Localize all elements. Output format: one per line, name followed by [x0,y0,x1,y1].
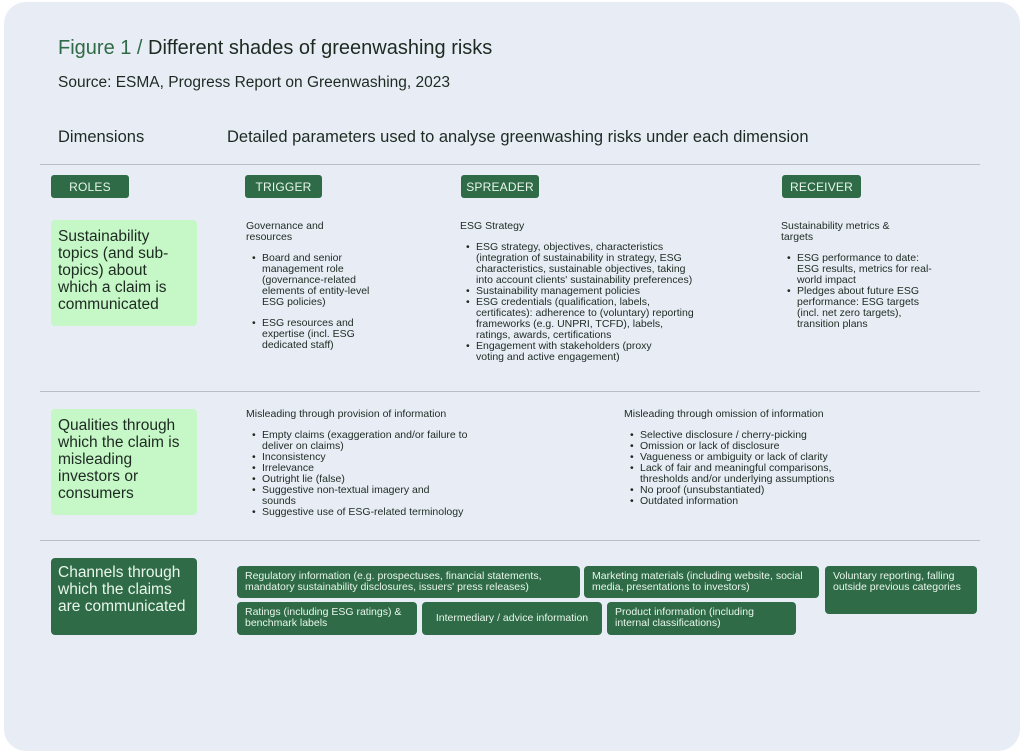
list-item: Outdated information [624,496,864,508]
list-item: ESG performance to date: ESG results, me… [781,253,941,286]
list-item: Inconsistency [246,452,496,464]
list-item: ESG resources and expertise (incl. ESG d… [246,318,371,351]
list-item: Selective disclosure / cherry-picking [624,430,864,442]
receiver-label: RECEIVER [782,175,861,198]
list-item: ESG strategy, objectives, characteristic… [460,242,700,286]
trigger-label: TRIGGER [245,175,322,198]
channel-intermediary: Intermediary / advice information [422,602,602,635]
figure-title: Figure 1 / Different shades of greenwash… [58,37,492,60]
channels-dimension: Channels through which the claims are co… [51,558,197,635]
list-item: Vagueness or ambiguity or lack of clarit… [624,452,864,464]
list-item: Suggestive use of ESG-related terminolog… [246,507,486,519]
list-item: Engagement with stakeholders (proxy voti… [460,341,660,363]
parameters-header: Detailed parameters used to analyse gree… [227,128,809,146]
omission-block: Misleading through omission of informati… [624,408,864,508]
channel-voluntary: Voluntary reporting, falling outside pre… [825,566,977,614]
provision-list: Empty claims (exaggeration and/or failur… [246,430,496,519]
list-item: Pledges about future ESG performance: ES… [781,286,941,330]
qualities-dimension: Qualities through which the claim is mis… [51,409,197,515]
trigger-heading: Governance and resources [246,220,324,243]
receiver-list: ESG performance to date: ESG results, me… [781,253,951,330]
list-item: Outright lie (false) [246,474,496,486]
provision-block: Misleading through provision of informat… [246,408,496,519]
omission-list: Selective disclosure / cherry-picking Om… [624,430,864,508]
list-item: Lack of fair and meaningful comparisons,… [624,463,854,485]
list-item: Irrelevance [246,463,496,475]
spreader-list: ESG strategy, objectives, characteristic… [460,242,710,363]
figure-label: Figure 1 / [58,37,143,59]
list-item: Board and senior management role (govern… [246,253,371,308]
receiver-block: Sustainability metrics & targets ESG per… [781,221,951,330]
trigger-list: Board and senior management role (govern… [246,253,436,351]
topics-dimension: Sustainability topics (and sub-topics) a… [51,220,197,326]
figure-title-text: Different shades of greenwashing risks [148,37,493,59]
list-item: Empty claims (exaggeration and/or failur… [246,430,471,452]
figure-source: Source: ESMA, Progress Report on Greenwa… [58,74,451,91]
spreader-heading: ESG Strategy [460,220,525,232]
spreader-block: ESG Strategy ESG strategy, objectives, c… [460,221,710,363]
trigger-block: Governance and resources Board and senio… [246,221,436,351]
list-item: No proof (unsubstantiated) [624,485,864,497]
spreader-label: SPREADER [461,175,539,198]
list-item: Suggestive non-textual imagery and sound… [246,485,446,507]
dimensions-header: Dimensions [58,128,145,146]
list-item: Omission or lack of disclosure [624,441,864,453]
channel-ratings: Ratings (including ESG ratings) & benchm… [237,602,417,635]
figure-card [4,2,1020,751]
provision-heading: Misleading through provision of informat… [246,408,447,420]
list-item: Sustainability management policies [460,286,700,298]
divider-bottom [40,540,980,541]
roles-label: ROLES [51,175,129,198]
channel-regulatory: Regulatory information (e.g. prospectuse… [237,566,580,598]
omission-heading: Misleading through omission of informati… [624,408,824,420]
channel-marketing: Marketing materials (including website, … [584,566,819,598]
divider-top [40,164,980,165]
channel-product: Product information (including internal … [607,602,796,635]
divider-middle [40,391,980,392]
list-item: ESG credentials (qualification, labels, … [460,297,700,341]
receiver-heading: Sustainability metrics & targets [781,220,890,243]
